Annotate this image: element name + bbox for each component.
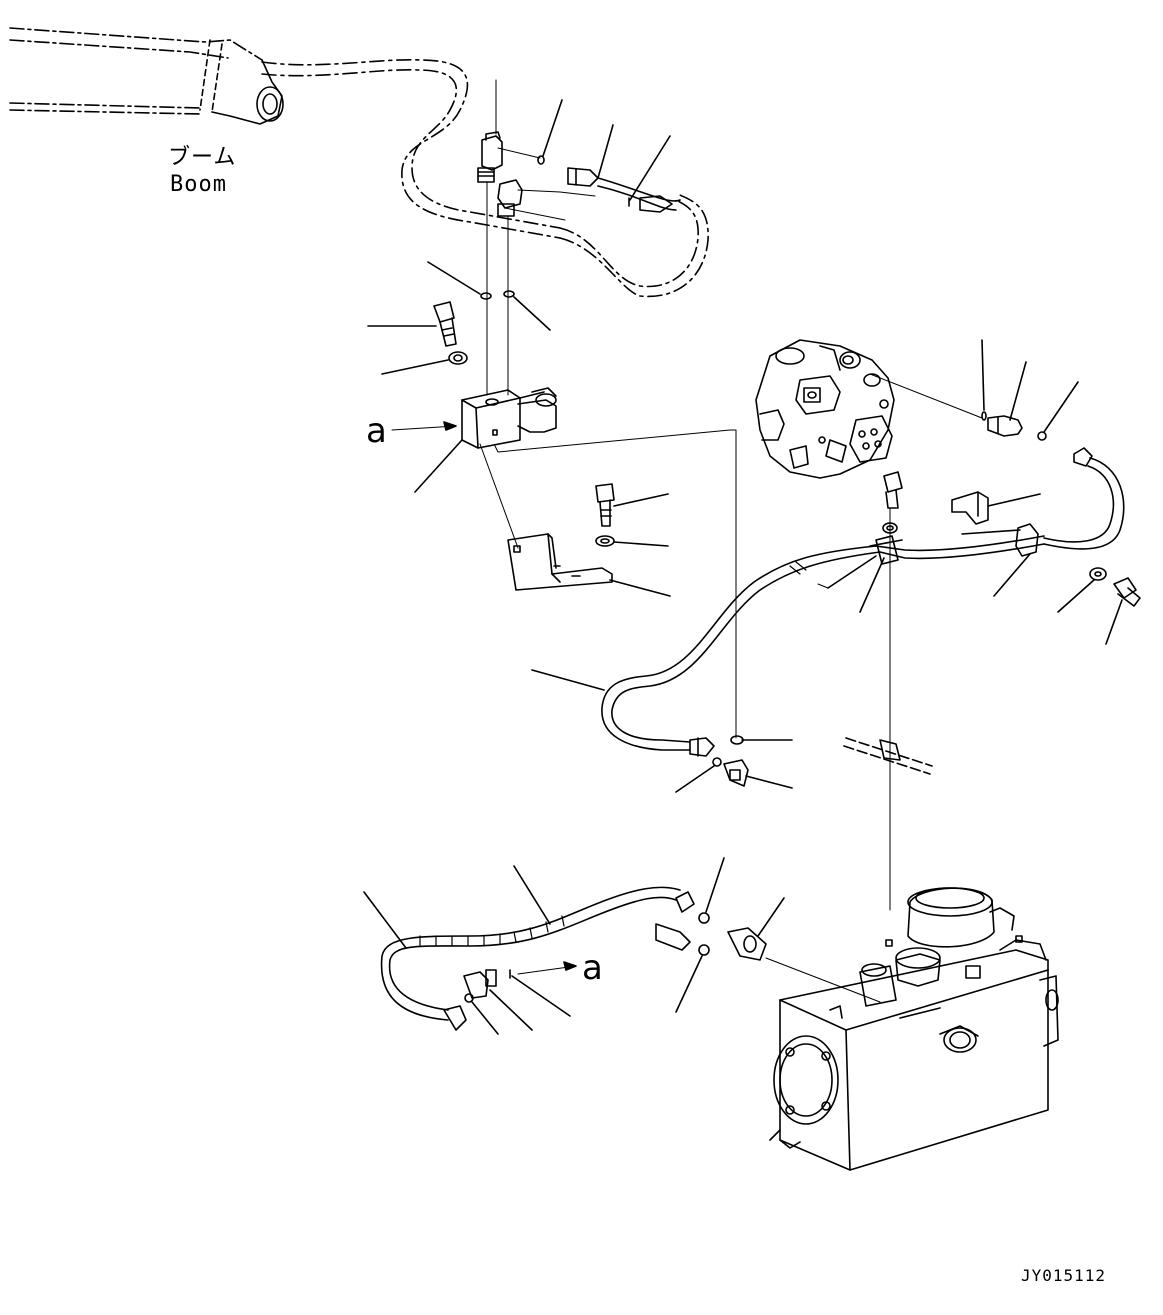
washer-right xyxy=(1057,567,1107,613)
main-hose xyxy=(531,535,1045,751)
clamp-center xyxy=(843,737,933,775)
bolt-right xyxy=(1105,577,1141,645)
boom-label-jp: ブーム xyxy=(168,145,237,170)
clamp-bracket-right xyxy=(951,491,1041,525)
clamp-right xyxy=(961,523,1039,597)
bracket xyxy=(507,533,671,597)
elbow-fitting-lower-left xyxy=(463,961,577,1035)
view-marker-lower: a xyxy=(582,948,603,988)
bolt-bracket xyxy=(595,483,669,527)
oring-small-1 xyxy=(537,99,563,165)
elbow-fitting-mid xyxy=(723,735,793,789)
centerlines-bracket xyxy=(479,429,737,739)
hose-end-fitting-mid xyxy=(675,737,722,793)
drawing-code: JY015112 xyxy=(1021,1266,1107,1285)
elbow-fitting-upper xyxy=(477,131,541,183)
oring-small-2 xyxy=(628,135,673,213)
centerlines-valve xyxy=(486,181,509,396)
boom-arm xyxy=(9,27,284,125)
boom-hose-route xyxy=(261,58,709,298)
elbow-fitting-lower xyxy=(497,179,596,221)
tank-assembly xyxy=(769,887,1059,1171)
bolt-center xyxy=(882,471,903,534)
pump-fitting xyxy=(981,339,1079,441)
washer-bracket xyxy=(595,535,669,547)
washer-left xyxy=(381,351,468,375)
pump-hose xyxy=(1043,447,1125,550)
bolt-left xyxy=(367,301,457,347)
boom-label-en: Boom xyxy=(170,172,227,197)
hydraulic-pump xyxy=(755,339,983,479)
hose-end-fitting-top xyxy=(567,124,681,211)
connector-pair xyxy=(655,857,881,1013)
oring-pair xyxy=(427,261,551,331)
leader-lines-misc xyxy=(495,79,829,589)
view-marker-upper: a xyxy=(366,411,387,451)
solenoid-valve xyxy=(391,387,557,493)
lower-hose xyxy=(363,865,695,1031)
